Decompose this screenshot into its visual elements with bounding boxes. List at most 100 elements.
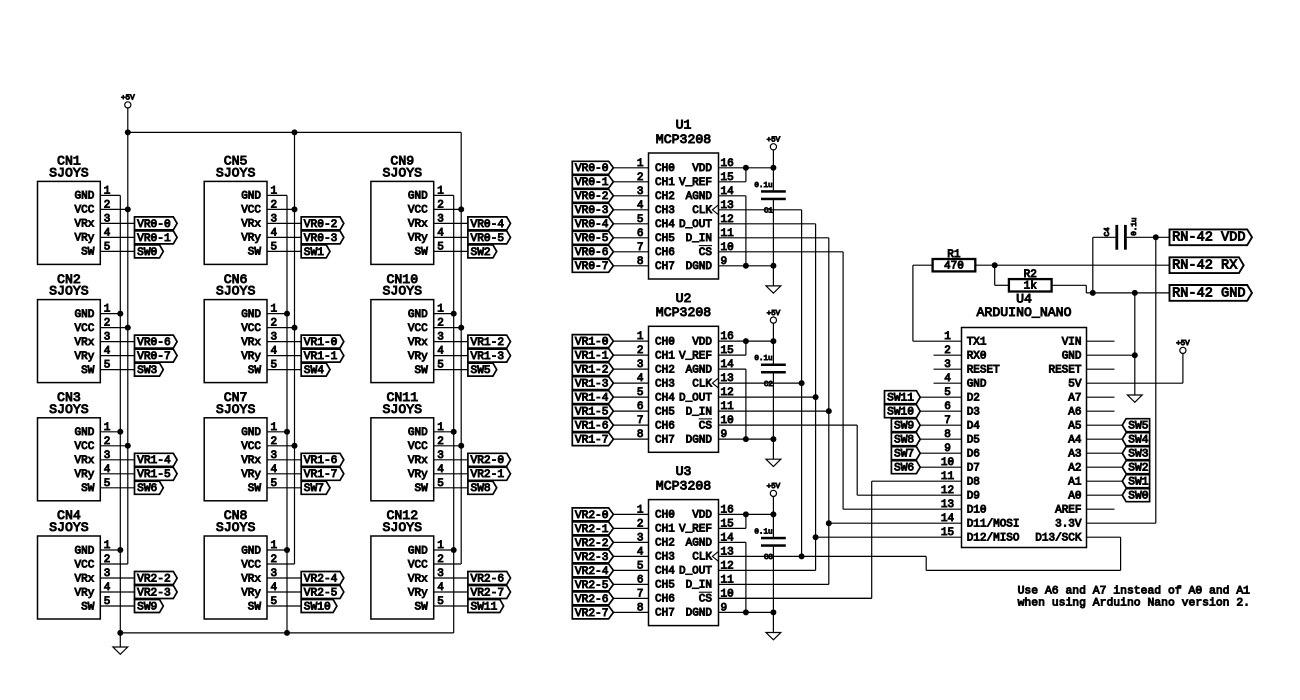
svg-text:SW7: SW7 <box>894 449 914 461</box>
svg-text:2: 2 <box>437 436 444 448</box>
svg-text:CH7: CH7 <box>655 261 675 273</box>
svg-text:VR0-7: VR0-7 <box>575 261 609 273</box>
svg-text:D6: D6 <box>967 449 980 461</box>
svg-text:SW8: SW8 <box>894 435 914 447</box>
svg-text:CH6: CH6 <box>655 594 675 606</box>
svg-text:15: 15 <box>721 518 734 530</box>
svg-text:VCC: VCC <box>408 205 428 217</box>
svg-text:16: 16 <box>721 331 734 343</box>
svg-text:2: 2 <box>104 554 111 566</box>
svg-text:VRx: VRx <box>74 219 94 231</box>
svg-text:10: 10 <box>721 415 734 427</box>
svg-text:4: 4 <box>104 346 111 358</box>
svg-text:SW: SW <box>248 601 262 613</box>
svg-text:SW5: SW5 <box>471 365 491 377</box>
svg-text:V_REF: V_REF <box>679 177 712 189</box>
svg-text:8: 8 <box>944 429 951 441</box>
svg-text:CH7: CH7 <box>655 434 675 446</box>
svg-text:when using Arduino Nano versio: when using Arduino Nano version 2. <box>1018 597 1250 609</box>
svg-text:VRy: VRy <box>241 351 261 363</box>
svg-text:MCP3208: MCP3208 <box>656 305 711 320</box>
svg-text:CH6: CH6 <box>655 247 675 259</box>
svg-text:VCC: VCC <box>74 323 94 335</box>
svg-text:VR1-7: VR1-7 <box>575 435 609 447</box>
svg-text:3: 3 <box>944 359 951 371</box>
svg-text:VR2-2: VR2-2 <box>137 573 171 585</box>
svg-text:CN7: CN7 <box>224 390 248 405</box>
svg-text:CH1: CH1 <box>655 524 675 536</box>
svg-text:VCC: VCC <box>241 205 261 217</box>
svg-text:GND: GND <box>408 309 428 321</box>
svg-text:4: 4 <box>637 200 644 212</box>
svg-text:SW5: SW5 <box>1128 421 1148 433</box>
svg-text:1: 1 <box>437 540 444 552</box>
svg-text:VRy: VRy <box>74 233 94 245</box>
svg-text:VR0-7: VR0-7 <box>137 351 171 363</box>
svg-text:SW: SW <box>81 601 95 613</box>
svg-text:3: 3 <box>437 332 444 344</box>
svg-text:3: 3 <box>104 568 111 580</box>
svg-text:CN9: CN9 <box>390 154 414 169</box>
svg-text:CH1: CH1 <box>655 350 675 362</box>
svg-text:SW0: SW0 <box>1128 491 1148 503</box>
svg-text:SW4: SW4 <box>304 365 324 377</box>
svg-text:CH2: CH2 <box>655 364 675 376</box>
svg-text:D9: D9 <box>967 491 980 503</box>
svg-text:CH3: CH3 <box>655 552 675 564</box>
svg-text:SW6: SW6 <box>137 483 157 495</box>
svg-text:RN-42 RX: RN-42 RX <box>1172 259 1237 274</box>
svg-text:DGND: DGND <box>686 434 713 446</box>
svg-text:D7: D7 <box>967 463 980 475</box>
svg-text:13: 13 <box>721 200 734 212</box>
svg-text:4: 4 <box>437 227 444 239</box>
svg-text:A6: A6 <box>1068 407 1081 419</box>
svg-text:CN10: CN10 <box>386 272 418 287</box>
svg-text:4: 4 <box>637 546 644 558</box>
svg-text:4: 4 <box>437 464 444 476</box>
svg-text:1: 1 <box>437 422 444 434</box>
svg-text:11: 11 <box>721 401 735 413</box>
svg-text:12: 12 <box>941 485 954 497</box>
svg-text:6: 6 <box>637 401 644 413</box>
svg-text:SW: SW <box>81 247 95 259</box>
svg-text:SW2: SW2 <box>1128 463 1148 475</box>
svg-text:1: 1 <box>104 540 111 552</box>
svg-text:SW1: SW1 <box>1128 477 1148 489</box>
svg-text:V_REF: V_REF <box>679 350 712 362</box>
svg-text:5: 5 <box>271 360 278 372</box>
svg-text:2: 2 <box>271 318 278 330</box>
svg-text:6: 6 <box>944 401 951 413</box>
svg-text:+5V: +5V <box>767 310 781 318</box>
svg-text:14: 14 <box>941 513 955 525</box>
svg-text:VR1-0: VR1-0 <box>304 337 338 349</box>
svg-text:VR0-1: VR0-1 <box>575 177 609 189</box>
svg-text:SJOYS: SJOYS <box>383 165 423 180</box>
svg-text:VIN: VIN <box>1062 337 1082 349</box>
svg-text:2: 2 <box>271 436 278 448</box>
svg-text:SW: SW <box>414 483 428 495</box>
svg-text:CN12: CN12 <box>386 508 418 523</box>
svg-text:13: 13 <box>721 546 734 558</box>
svg-text:13: 13 <box>721 373 734 385</box>
svg-text:VR2-4: VR2-4 <box>304 573 338 585</box>
svg-text:3: 3 <box>104 450 111 462</box>
svg-text:2: 2 <box>104 199 111 211</box>
svg-text:VR2-1: VR2-1 <box>575 524 609 536</box>
svg-text:VCC: VCC <box>241 441 261 453</box>
svg-text:SW: SW <box>81 365 95 377</box>
svg-text:4: 4 <box>104 582 111 594</box>
svg-text:RX0: RX0 <box>967 351 987 363</box>
svg-text:CH1: CH1 <box>655 177 675 189</box>
svg-text:1: 1 <box>271 540 278 552</box>
svg-text:VRy: VRy <box>74 587 94 599</box>
svg-text:VR0-6: VR0-6 <box>575 247 609 259</box>
svg-text:U3: U3 <box>676 464 692 479</box>
svg-text:2: 2 <box>637 172 644 184</box>
svg-text:SW: SW <box>248 483 262 495</box>
svg-text:+5V: +5V <box>767 137 781 145</box>
svg-text:CH0: CH0 <box>655 163 675 175</box>
svg-text:15: 15 <box>721 172 734 184</box>
svg-text:D11/MOSI: D11/MOSI <box>967 519 1020 531</box>
svg-text:SW10: SW10 <box>887 407 914 419</box>
svg-text:SW0: SW0 <box>137 247 157 259</box>
